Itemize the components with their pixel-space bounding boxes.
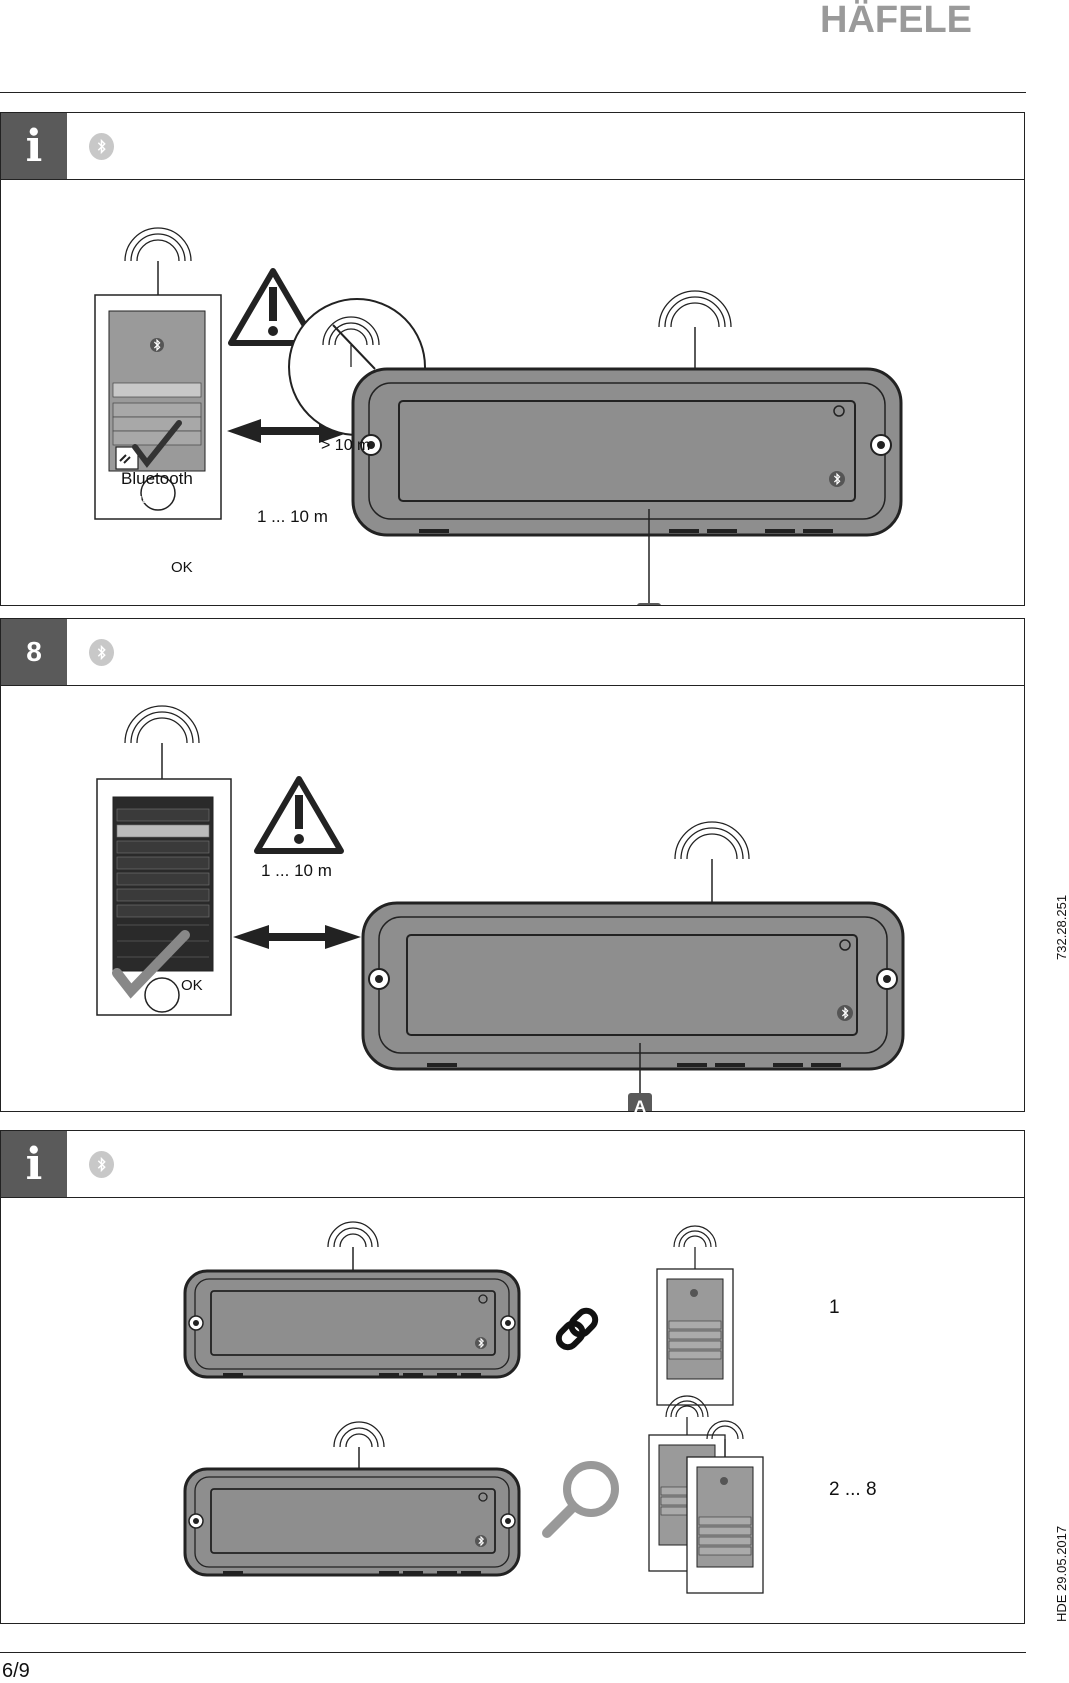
search-icon — [542, 1461, 619, 1538]
panel-header: i — [1, 1131, 1024, 1198]
range-illustration — [94, 227, 903, 605]
page-number: 6/9 — [2, 1660, 30, 1682]
phone-ok-button[interactable]: OK — [171, 559, 193, 576]
warning-icon — [228, 268, 318, 346]
label-a-badge — [637, 603, 661, 605]
pairing-count-illustration — [183, 1221, 764, 1594]
step-number-badge: 8 — [1, 619, 67, 685]
phone-ok-button[interactable]: OK — [181, 977, 203, 994]
panel-info-range: i — [0, 112, 1025, 626]
panel-info-pairing-count: i — [0, 1130, 1025, 1624]
double-arrow-icon — [233, 925, 361, 949]
label-a-badge — [628, 1093, 652, 1111]
logo-graphic: HÄFELE — [820, 0, 972, 40]
warning-distance: > 10 m — [321, 437, 371, 454]
panel-body: 1 ... 10 m OK A — [1, 685, 1024, 1116]
smartphone — [94, 227, 222, 520]
control-unit — [351, 290, 903, 605]
phone-title: Bluetooth — [121, 469, 193, 488]
panel-body: 1 2 ... 8 — [1, 1197, 1024, 1623]
bluetooth-icon — [89, 1151, 114, 1178]
range-distance: 1 ... 10 m — [257, 507, 328, 526]
smartphone-multiple — [648, 1395, 764, 1594]
pairing-count-single: 1 — [829, 1297, 840, 1318]
footer-rule — [0, 1652, 1026, 1653]
range-distance: 1 ... 10 m — [261, 861, 332, 880]
smartphone-single — [656, 1225, 734, 1406]
info-badge: i — [1, 113, 67, 179]
warning-icon — [254, 776, 344, 854]
panel-header: 8 — [1, 619, 1024, 686]
control-unit-small — [183, 1421, 521, 1577]
control-unit-small — [183, 1221, 521, 1379]
logo-text: HÄFELE — [820, 0, 972, 40]
pairing-illustration — [96, 705, 905, 1111]
header-rule — [0, 92, 1026, 93]
bluetooth-icon — [89, 639, 114, 666]
control-unit — [361, 821, 905, 1095]
phone-device-name: Haefele — [135, 495, 170, 506]
link-icon — [555, 1307, 599, 1351]
label-a: A — [633, 1097, 647, 1116]
info-badge: i — [1, 1131, 67, 1197]
panel-header: i — [1, 113, 1024, 180]
panel-body: > 10 m 1 ... 10 m Bluetooth Haefele OK A — [1, 179, 1024, 626]
bluetooth-icon — [89, 133, 114, 160]
smartphone-device-list — [96, 705, 232, 1016]
pairing-count-multiple: 2 ... 8 — [829, 1479, 877, 1500]
doc-number: 732.28.251 — [1054, 894, 1069, 960]
haefele-logo: HÄFELE — [820, 0, 1030, 40]
doc-date: HDE 29.05.2017 — [1054, 1525, 1069, 1622]
panel-step-8: 8 — [0, 618, 1025, 1116]
